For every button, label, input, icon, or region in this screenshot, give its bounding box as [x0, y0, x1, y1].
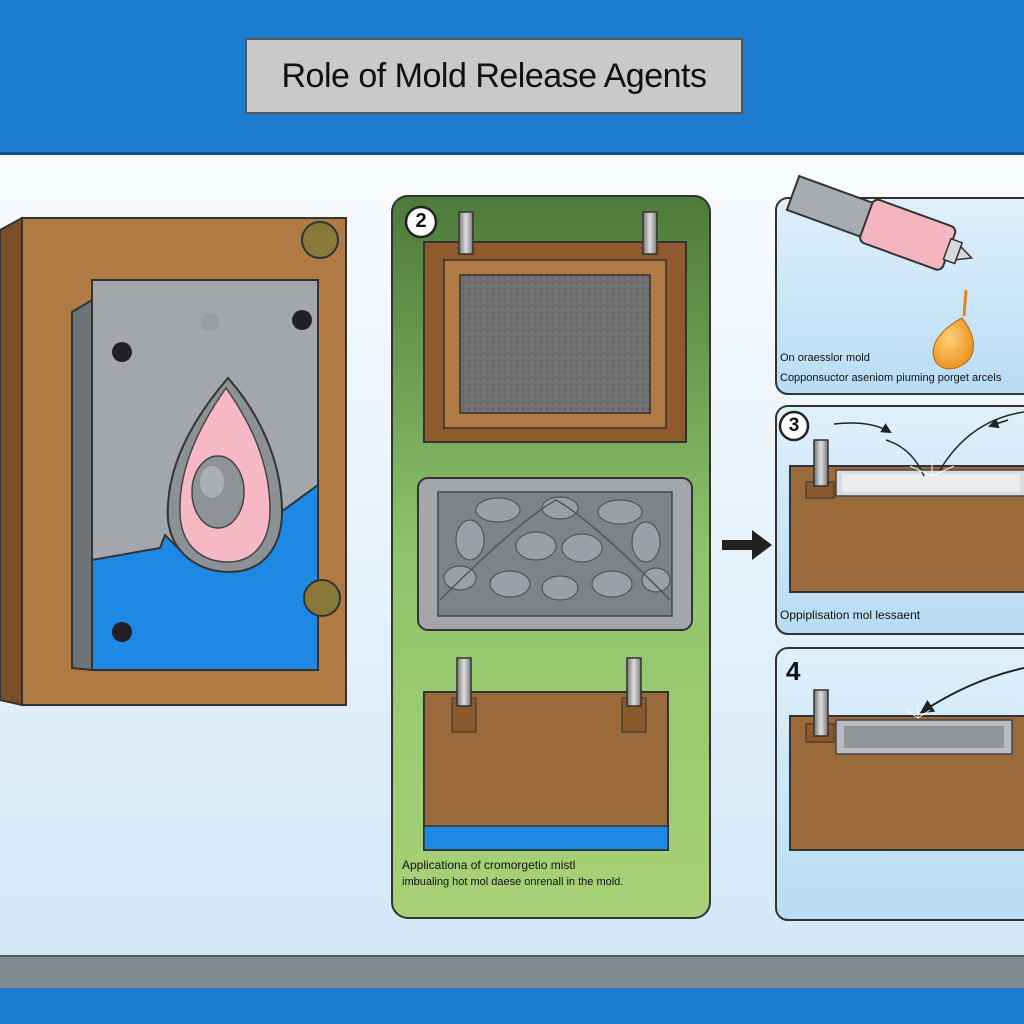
footer-band	[0, 988, 1024, 1024]
step-3-panel	[776, 406, 1024, 634]
step-4-number: 4	[786, 656, 800, 687]
step-3-number: 3	[786, 415, 802, 437]
top-right-caption-line1: On oraesslor mold	[780, 352, 870, 364]
step-2-panel	[392, 196, 710, 918]
top-right-caption-line2: Copponsuctor aseniom piuming porget arce…	[780, 372, 1024, 384]
footer-bar	[0, 955, 1024, 989]
flow-arrow	[722, 530, 772, 560]
left-mold-illustration	[0, 218, 346, 705]
step-2-number: 2	[413, 210, 429, 233]
center-caption-line1: Applicationa of cromorgetio mistl	[402, 858, 575, 872]
mid-right-caption: Oppiplisation mol lessaent	[780, 608, 920, 622]
step-4-panel	[776, 648, 1024, 920]
center-caption-line2: imbualing hot mol daese onrenall in the …	[402, 876, 623, 888]
